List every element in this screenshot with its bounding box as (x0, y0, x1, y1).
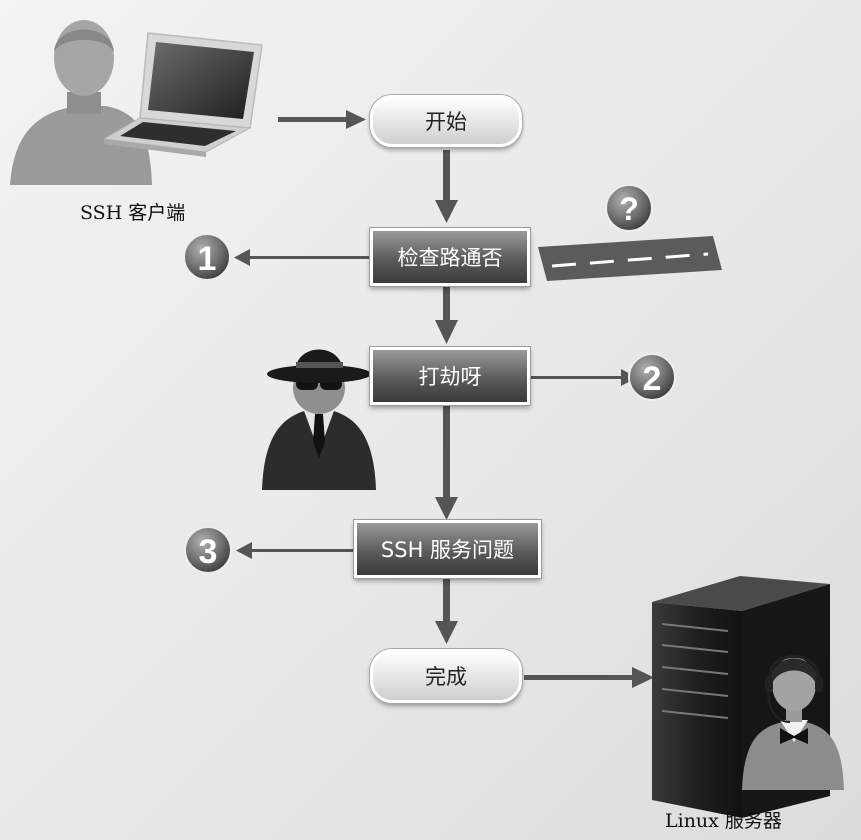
node-ssh-issue: SSH 服务问题 (354, 520, 541, 578)
arrow-start-to-check (443, 150, 450, 202)
node-check-road: 检查路通否 (370, 228, 530, 286)
road-icon (538, 236, 722, 281)
client-user-icon (10, 20, 152, 185)
node-robbery: 打劫呀 (370, 347, 530, 405)
node-start: 开始 (370, 95, 522, 147)
arrow-check-to-robbery (443, 285, 450, 321)
badge-three-text: 3 (199, 533, 218, 571)
arrow-robbery-to-badge2 (528, 376, 623, 379)
node-done: 完成 (370, 649, 522, 703)
badge-one: 1 (183, 233, 231, 281)
hacker-icon (262, 349, 376, 490)
badge-one-text: 1 (198, 240, 217, 278)
arrow-check-to-badge1 (248, 256, 370, 259)
arrow-ssh-to-badge3 (250, 549, 356, 552)
laptop-icon (102, 32, 263, 157)
badge-question: ? (605, 184, 653, 232)
badge-two: 2 (628, 353, 676, 401)
badge-question-text: ? (619, 191, 639, 227)
arrow-ssh-to-done (443, 578, 450, 622)
arrow-done-to-server (524, 675, 634, 680)
arrow-client-to-start (278, 117, 348, 122)
client-label: SSH 客户端 (80, 202, 186, 224)
server-label: Linux 服务器 (665, 810, 782, 832)
arrow-robbery-to-ssh (443, 404, 450, 498)
badge-two-text: 2 (643, 360, 662, 398)
badge-three: 3 (184, 526, 232, 574)
operator-icon (742, 655, 844, 790)
